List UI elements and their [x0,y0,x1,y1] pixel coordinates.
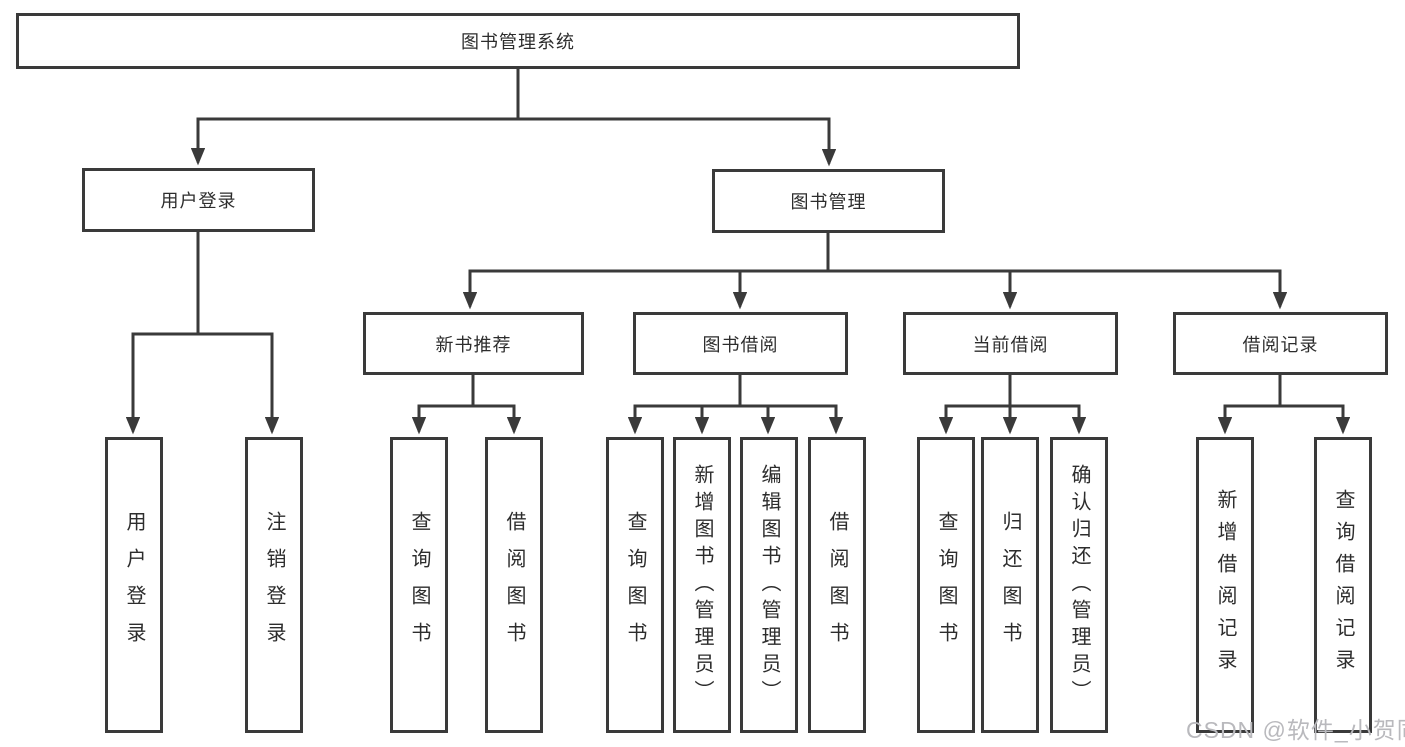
node-label: 图书借阅 [702,334,779,355]
leaf-label: 查询借阅记录 [1332,489,1354,681]
leaf-label: 查询图书 [408,511,430,659]
leaf-label: 借阅图书 [826,511,848,659]
leaf-label: 查询图书 [624,511,646,659]
leaf-add-books-admin: 新增图书（管理员） [673,437,731,733]
leaf-query-books-recommend: 查询图书 [390,437,448,733]
node-book-management: 图书管理 [712,169,945,233]
node-label: 新书推荐 [435,334,512,355]
leaf-logout-action: 注销登录 [245,437,303,733]
leaf-label: 注销登录 [263,511,285,659]
node-book-borrow: 图书借阅 [633,312,848,375]
node-root-system: 图书管理系统 [16,13,1020,69]
node-borrow-records: 借阅记录 [1173,312,1388,375]
leaf-query-books-current: 查询图书 [917,437,975,733]
leaf-return-books: 归还图书 [981,437,1039,733]
leaf-label: 新增图书（管理员） [691,463,713,707]
leaf-confirm-return-admin: 确认归还（管理员） [1050,437,1108,733]
leaf-label: 归还图书 [999,511,1021,659]
node-new-book-recommend: 新书推荐 [363,312,584,375]
node-label: 借阅记录 [1242,334,1319,355]
leaf-query-books-borrow: 查询图书 [606,437,664,733]
leaf-label: 新增借阅记录 [1214,489,1236,681]
node-label: 用户登录 [160,191,237,211]
leaf-add-borrow-record: 新增借阅记录 [1196,437,1254,733]
leaf-edit-books-admin: 编辑图书（管理员） [740,437,798,733]
node-label: 图书管理系统 [461,32,575,52]
node-user-login: 用户登录 [82,168,315,232]
leaf-query-borrow-record: 查询借阅记录 [1314,437,1372,733]
leaf-label: 用户登录 [123,511,145,659]
node-label: 当前借阅 [972,334,1049,355]
leaf-label: 查询图书 [935,511,957,659]
leaf-label: 借阅图书 [503,511,525,659]
leaf-label: 确认归还（管理员） [1068,463,1090,707]
leaf-borrow-books-borrow: 借阅图书 [808,437,866,733]
leaf-borrow-books-recommend: 借阅图书 [485,437,543,733]
leaf-label: 编辑图书（管理员） [758,463,780,707]
watermark: CSDN @软件_小贺同学 [1186,717,1405,743]
node-label: 图书管理 [790,192,867,212]
leaf-user-login-action: 用户登录 [105,437,163,733]
node-current-borrow: 当前借阅 [903,312,1118,375]
